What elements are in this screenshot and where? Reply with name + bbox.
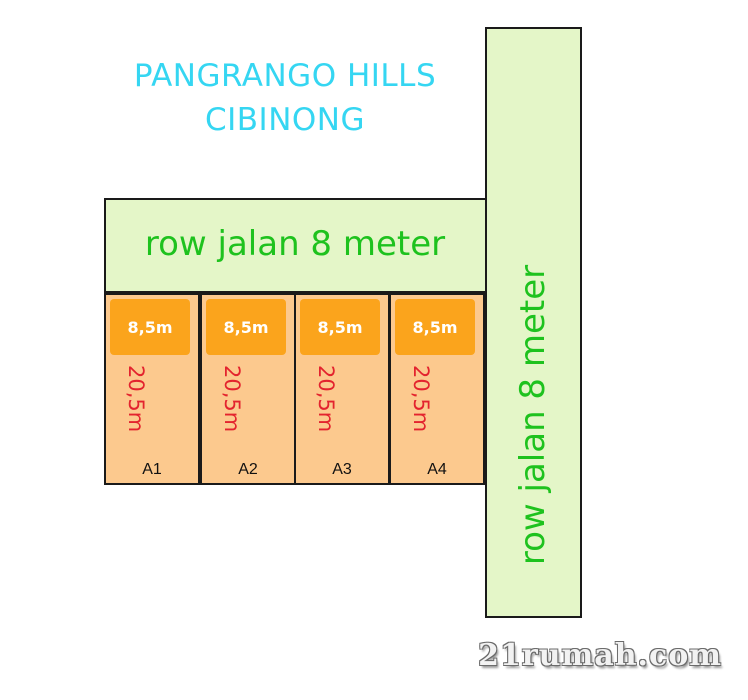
lot-a3[interactable]: 8,5m 20,5m A3 — [294, 293, 390, 485]
lot-id-label: A4 — [427, 461, 447, 478]
horizontal-road-label: row jalan 8 meter — [144, 224, 446, 264]
watermark: 21rumah.com — [478, 638, 722, 673]
lot-id-label: A1 — [142, 461, 162, 478]
vertical-road — [485, 27, 582, 618]
lot-width-badge: 8,5m — [395, 299, 475, 355]
lot-a2[interactable]: 8,5m 20,5m A2 — [200, 293, 296, 485]
lot-width-badge: 8,5m — [110, 299, 190, 355]
horizontal-road — [104, 198, 488, 293]
site-subtitle: CIBINONG — [205, 102, 365, 138]
site-title: PANGRANGO HILLS — [133, 58, 437, 94]
lot-a4[interactable]: 8,5m 20,5m A4 — [389, 293, 485, 485]
lot-depth-label: 20,5m — [220, 365, 244, 433]
lot-depth-label: 20,5m — [409, 365, 433, 433]
lot-id-label: A2 — [238, 461, 258, 478]
lot-width-badge: 8,5m — [206, 299, 286, 355]
vertical-road-label: row jalan 8 meter — [513, 264, 553, 566]
lot-width-badge: 8,5m — [300, 299, 380, 355]
lot-depth-label: 20,5m — [314, 365, 338, 433]
lot-a1[interactable]: 8,5m 20,5m A1 — [104, 293, 200, 485]
lot-depth-label: 20,5m — [124, 365, 148, 433]
lot-id-label: A3 — [332, 461, 352, 478]
